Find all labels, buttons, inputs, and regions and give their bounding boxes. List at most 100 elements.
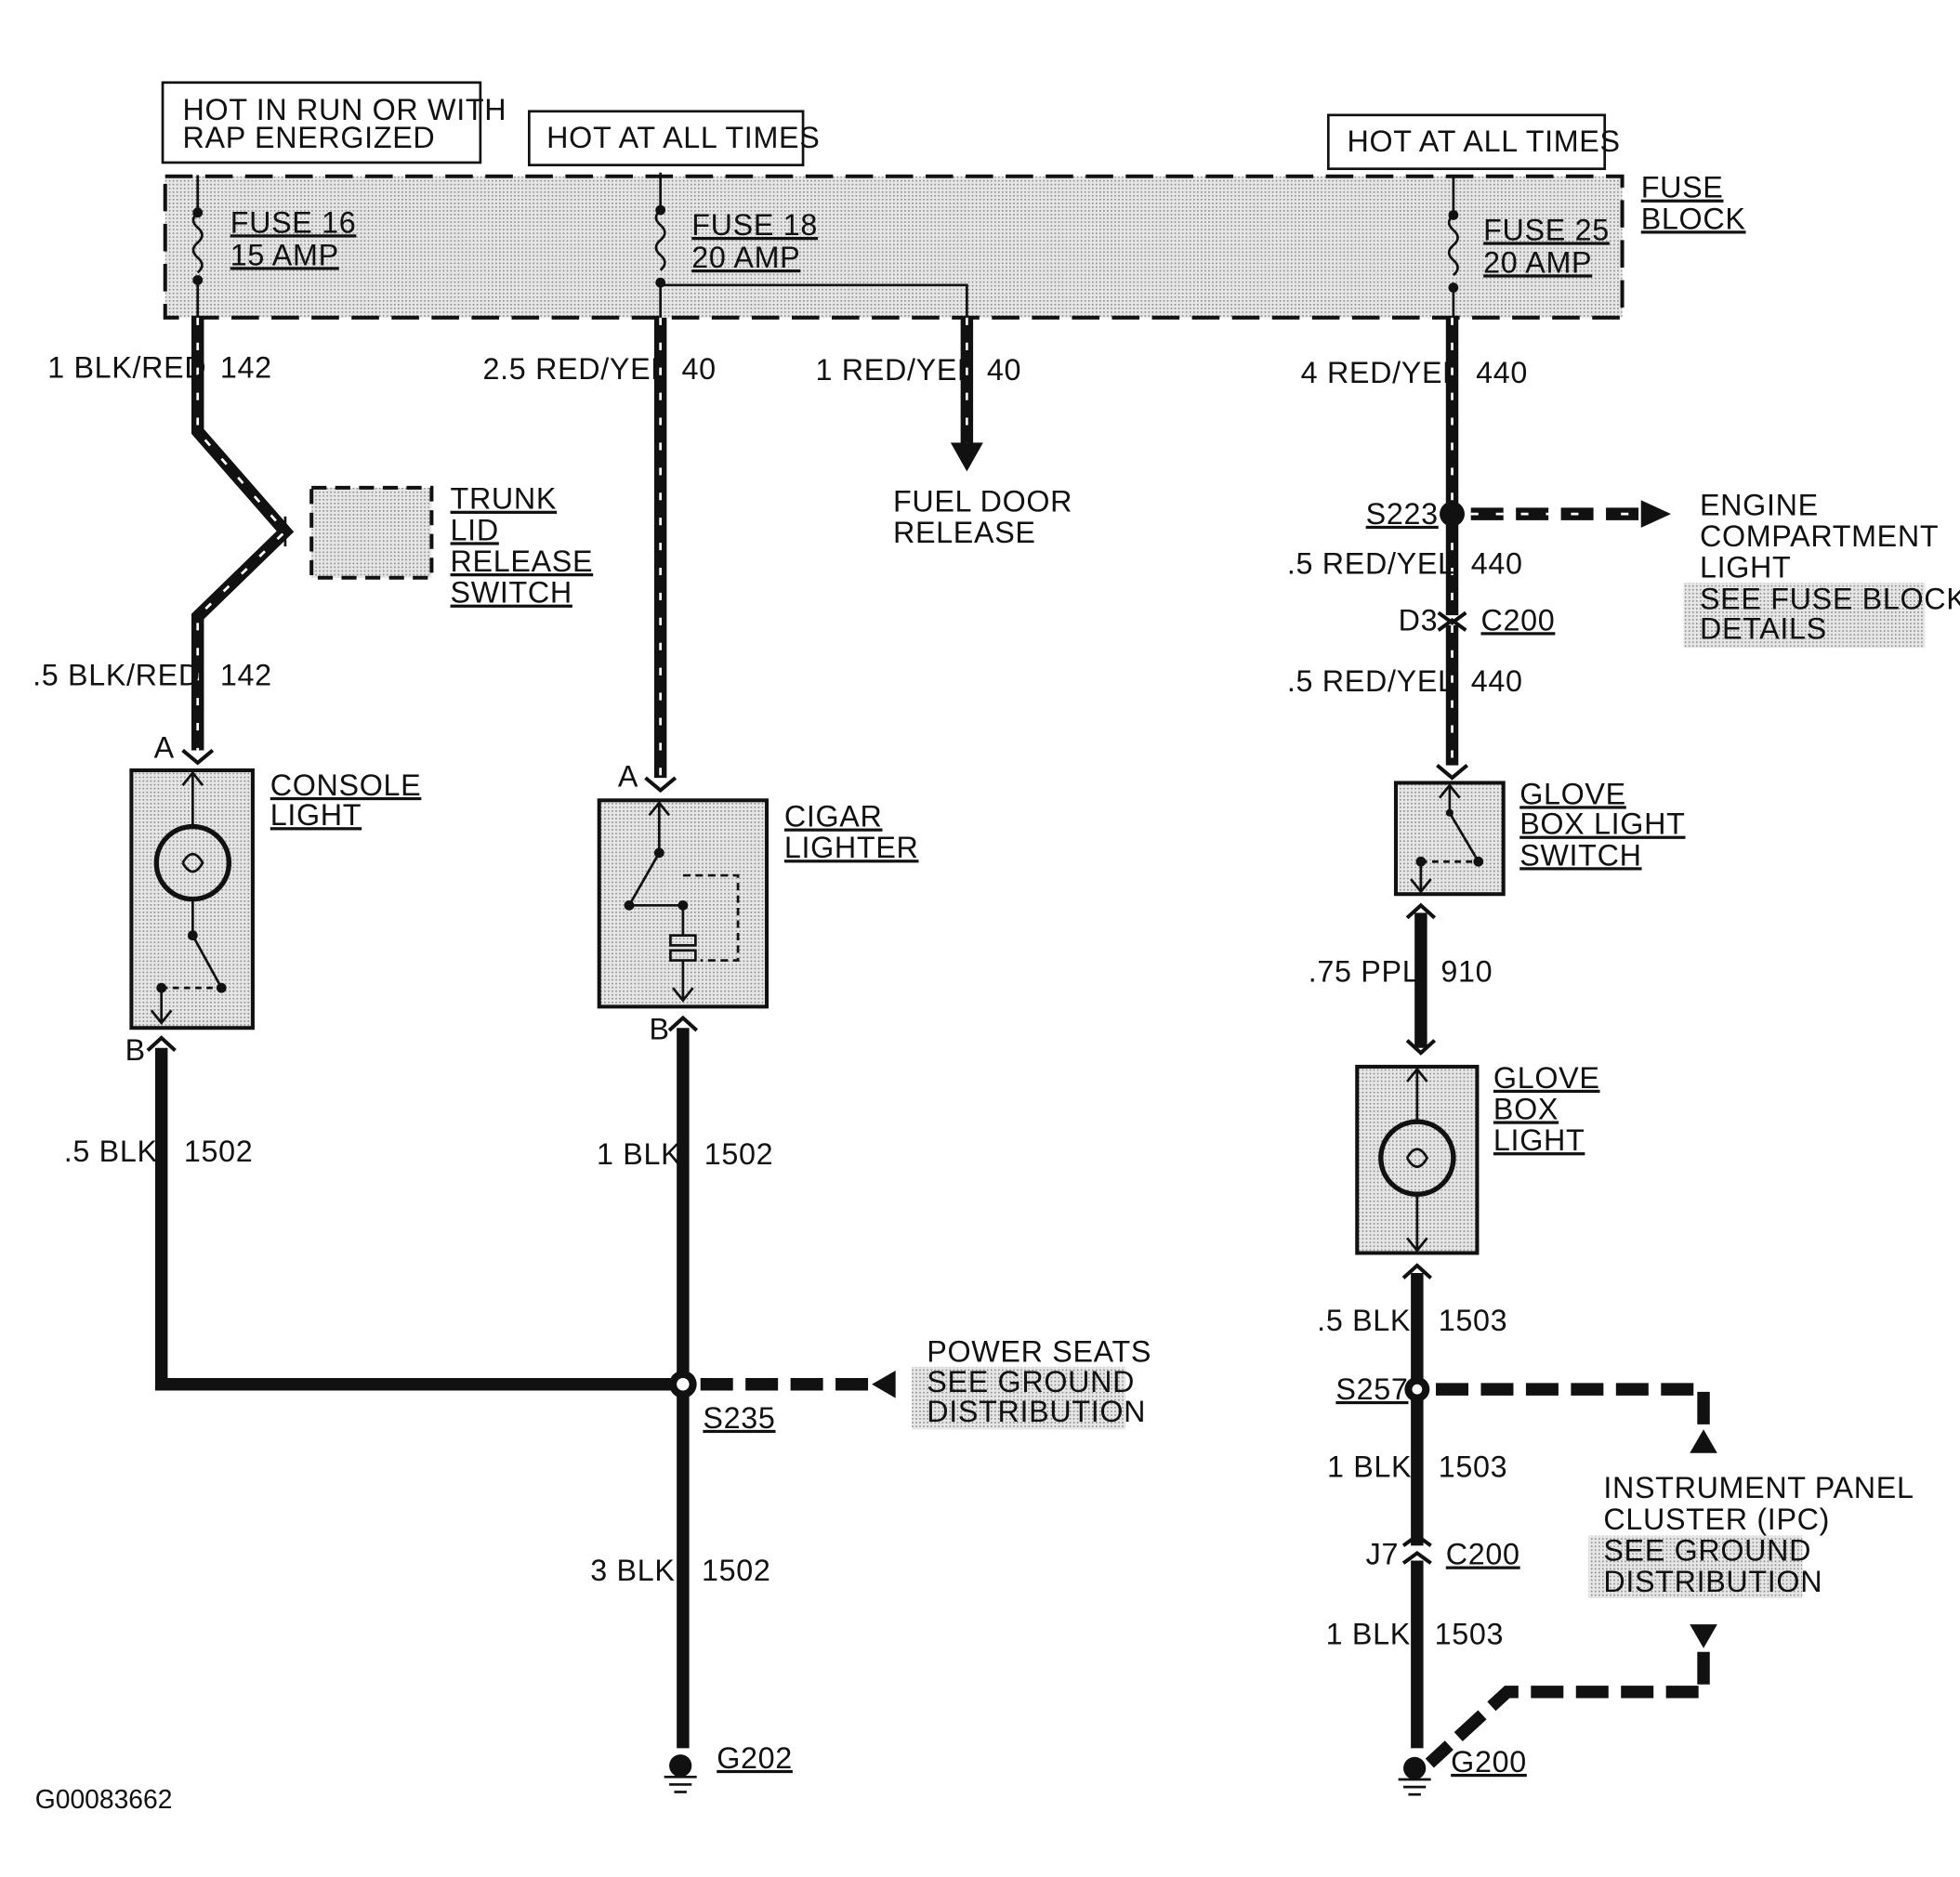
svg-text:.75 PPL: .75 PPL [1309, 954, 1420, 988]
ref-power-seats: POWER SEATS SEE GROUND DISTRIBUTION [912, 1335, 1151, 1430]
svg-text:G202: G202 [717, 1741, 793, 1775]
svg-text:CLUSTER (IPC): CLUSTER (IPC) [1603, 1503, 1830, 1536]
svg-text:.5 RED/YEL: .5 RED/YEL [1287, 547, 1455, 581]
ground-return-g200 [1425, 1624, 1717, 1768]
svg-text:1 BLK: 1 BLK [597, 1137, 681, 1171]
svg-text:FUSE 25: FUSE 25 [1483, 213, 1610, 246]
fuse-16: FUSE 16 15 AMP [191, 175, 357, 321]
svg-text:2.5 RED/YEL: 2.5 RED/YEL [483, 352, 668, 386]
svg-text:440: 440 [1471, 547, 1523, 581]
svg-text:S257: S257 [1335, 1372, 1408, 1406]
label-hot-in-run: HOT IN RUN OR WITH RAP ENERGIZED [161, 81, 507, 164]
svg-text:RELEASE: RELEASE [893, 516, 1036, 549]
svg-text:1 BLK: 1 BLK [1326, 1618, 1411, 1651]
svg-text:3 BLK: 3 BLK [590, 1554, 675, 1587]
svg-text:RELEASE: RELEASE [451, 545, 594, 578]
ground-g202: G202 [664, 1741, 793, 1793]
svg-text:FUEL DOOR: FUEL DOOR [893, 484, 1072, 518]
cigar-lighter: A CIGAR LIGHTER B [597, 759, 919, 1045]
label-hot-at-all-times-2: HOT AT ALL TIMES [1326, 113, 1620, 171]
svg-text:1503: 1503 [1439, 1450, 1508, 1483]
svg-text:TRUNK: TRUNK [451, 482, 558, 516]
ref-instrument-panel-cluster: INSTRUMENT PANEL CLUSTER (IPC) SEE GROUN… [1588, 1471, 1914, 1598]
svg-text:910: 910 [1440, 954, 1493, 988]
svg-text:1 BLK/RED: 1 BLK/RED [47, 350, 206, 384]
splice-s223: S223 [1366, 497, 1672, 531]
svg-text:FUSE 16: FUSE 16 [230, 205, 357, 239]
splice-s257: S257 [1335, 1372, 1717, 1453]
svg-text:CIGAR: CIGAR [784, 800, 883, 833]
svg-text:B: B [125, 1033, 146, 1067]
svg-text:GLOVE: GLOVE [1493, 1061, 1600, 1095]
svg-text:SEE FUSE BLOCK: SEE FUSE BLOCK [1700, 582, 1960, 615]
svg-text:1503: 1503 [1439, 1304, 1508, 1337]
wire-440: 4 RED/YEL 440 .5 RED/YEL 440 .5 RED/YEL … [1287, 317, 1528, 766]
svg-text:SWITCH: SWITCH [1519, 838, 1641, 872]
svg-text:S235: S235 [703, 1401, 775, 1435]
svg-text:440: 440 [1476, 356, 1528, 389]
svg-text:A: A [618, 759, 638, 793]
svg-text:HOT AT ALL TIMES: HOT AT ALL TIMES [546, 121, 820, 154]
svg-text:LIGHT: LIGHT [1700, 551, 1791, 584]
glove-box-light-switch: GLOVE BOX LIGHT SWITCH [1393, 764, 1685, 897]
svg-text:SEE GROUND: SEE GROUND [927, 1365, 1135, 1398]
svg-text:S223: S223 [1366, 497, 1439, 531]
svg-text:POWER SEATS: POWER SEATS [927, 1335, 1151, 1369]
svg-text:DETAILS: DETAILS [1700, 612, 1827, 646]
svg-text:A: A [154, 731, 175, 765]
wire-40-fuel-door: 1 RED/YEL 40 FUEL DOOR RELEASE [816, 317, 1072, 549]
svg-text:LIGHTER: LIGHTER [784, 831, 919, 864]
svg-text:.5 BLK: .5 BLK [64, 1135, 158, 1168]
svg-text:G200: G200 [1451, 1745, 1527, 1779]
label-hot-at-all-times-1: HOT AT ALL TIMES [528, 110, 820, 166]
svg-text:1503: 1503 [1435, 1618, 1505, 1651]
svg-text:DISTRIBUTION: DISTRIBUTION [1603, 1565, 1822, 1598]
svg-text:BOX LIGHT: BOX LIGHT [1519, 807, 1685, 841]
svg-text:SWITCH: SWITCH [451, 576, 572, 610]
svg-text:SEE GROUND: SEE GROUND [1603, 1534, 1811, 1568]
svg-text:LIGHT: LIGHT [1493, 1123, 1585, 1157]
svg-text:B: B [650, 1012, 670, 1045]
svg-text:DISTRIBUTION: DISTRIBUTION [927, 1395, 1146, 1428]
svg-text:142: 142 [220, 658, 272, 691]
svg-text:1502: 1502 [184, 1135, 254, 1168]
svg-text:.5 RED/YEL: .5 RED/YEL [1287, 664, 1455, 698]
trunk-lid-release-switch: TRUNK LID RELEASE SWITCH [283, 482, 594, 610]
ref-engine-compartment-light: ENGINE COMPARTMENT LIGHT SEE FUSE BLOCK … [1683, 488, 1960, 649]
svg-text:INSTRUMENT PANEL: INSTRUMENT PANEL [1603, 1471, 1914, 1504]
svg-text:440: 440 [1471, 664, 1523, 698]
svg-text:15 AMP: 15 AMP [230, 238, 339, 271]
svg-text:1502: 1502 [704, 1137, 774, 1171]
svg-text:ENGINE: ENGINE [1700, 488, 1819, 521]
svg-text:J7: J7 [1366, 1538, 1399, 1571]
svg-text:20 AMP: 20 AMP [691, 241, 800, 274]
svg-text:HOT IN RUN OR WITH: HOT IN RUN OR WITH [183, 93, 507, 126]
svg-text:4 RED/YEL: 4 RED/YEL [1301, 356, 1460, 389]
wire-1502: .5 BLK 1502 1 BLK 1502 3 BLK 1502 [64, 1028, 774, 1749]
wire-40-main: 2.5 RED/YEL 40 [483, 317, 716, 779]
console-light: A CONSOLE LIGHT B [125, 731, 421, 1068]
svg-text:1 RED/YEL: 1 RED/YEL [816, 353, 975, 387]
wire-1503: .5 BLK 1503 1 BLK 1503 1 BLK 1503 [1317, 1263, 1508, 1749]
svg-text:BLOCK: BLOCK [1641, 202, 1746, 235]
splice-s235: S235 [669, 1370, 896, 1435]
svg-text:1502: 1502 [702, 1554, 771, 1587]
svg-text:LIGHT: LIGHT [270, 798, 362, 832]
wire-910: .75 PPL 910 [1309, 902, 1493, 1056]
ground-g200: G200 [1398, 1745, 1527, 1796]
svg-text:GLOVE: GLOVE [1519, 777, 1626, 810]
fuse-block: FUSE BLOCK [163, 171, 1746, 320]
svg-text:142: 142 [220, 350, 272, 384]
svg-text:BOX: BOX [1493, 1092, 1559, 1125]
svg-text:FUSE 18: FUSE 18 [691, 208, 818, 242]
glove-box-light: GLOVE BOX LIGHT [1355, 1061, 1600, 1255]
svg-text:LID: LID [451, 513, 499, 546]
svg-text:HOT AT ALL TIMES: HOT AT ALL TIMES [1347, 125, 1620, 158]
svg-text:RAP ENERGIZED: RAP ENERGIZED [183, 121, 436, 154]
svg-text:C200: C200 [1446, 1538, 1520, 1571]
connector-c200-j7: J7 C200 [1366, 1533, 1520, 1571]
svg-text:.5 BLK/RED: .5 BLK/RED [33, 658, 201, 691]
svg-text:1 BLK: 1 BLK [1327, 1450, 1412, 1483]
svg-text:40: 40 [987, 353, 1021, 387]
